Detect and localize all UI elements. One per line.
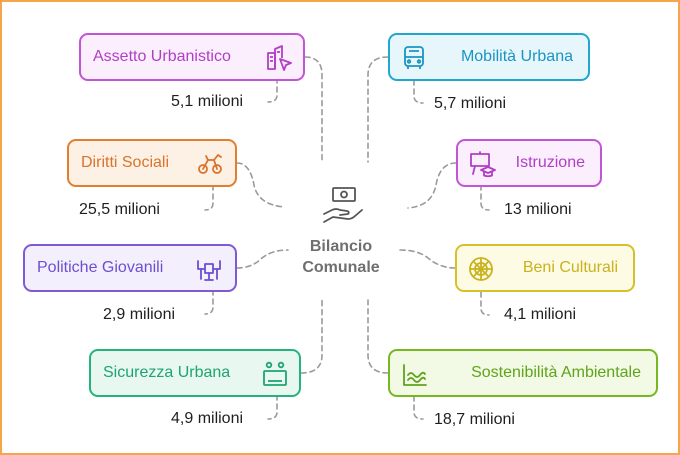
center-title: Bilancio Comunale: [294, 236, 388, 278]
node-label: Mobilità Urbana: [460, 48, 573, 65]
amount-politiche-giovanili: 2,9 milioni: [103, 306, 176, 323]
node-politiche-giovanili: Politiche Giovanili: [23, 244, 237, 292]
center-title-line1: Bilancio: [309, 238, 373, 255]
node-mobilita-urbana: Mobilità Urbana: [388, 33, 590, 81]
node-label: Istruzione: [515, 154, 585, 171]
amount-sicurezza-urbana: 4,9 milioni: [171, 410, 244, 427]
node-label: Politiche Giovanili: [37, 259, 164, 276]
amount-diritti-sociali: 25,5 milioni: [79, 201, 160, 218]
amount-beni-culturali: 4,1 milioni: [504, 306, 577, 323]
node-sicurezza-urbana: Sicurezza Urbana: [89, 349, 301, 397]
amount-mobilita-urbana: 5,7 milioni: [434, 95, 507, 112]
money-hand-icon: [323, 187, 363, 223]
cultural-heritage-icon: [469, 257, 493, 281]
bus-icon: [404, 46, 424, 69]
environment-icon: [403, 364, 427, 386]
amount-assetto-urbanistico: 5,1 milioni: [171, 93, 244, 110]
security-icon: [263, 361, 287, 386]
center-title-line2: Comunale: [302, 259, 380, 276]
amount-istruzione: 13 milioni: [504, 201, 572, 218]
node-sostenibilita-ambientale: Sostenibilità Ambientale: [388, 349, 658, 397]
urban-planning-icon: [267, 45, 292, 71]
node-label: Beni Culturali: [522, 259, 618, 276]
amount-sostenibilita-ambientale: 18,7 milioni: [434, 411, 515, 428]
node-beni-culturali: Beni Culturali: [455, 244, 635, 292]
node-label: Diritti Sociali: [81, 154, 170, 171]
node-diritti-sociali: Diritti Sociali: [67, 139, 237, 187]
node-label: Assetto Urbanistico: [93, 48, 231, 65]
node-label: Sicurezza Urbana: [103, 364, 231, 381]
social-rights-icon: [198, 154, 222, 174]
node-assetto-urbanistico: Assetto Urbanistico: [79, 33, 305, 81]
node-istruzione: Istruzione: [456, 139, 602, 187]
youth-policy-icon: [197, 260, 221, 281]
node-label: Sostenibilità Ambientale: [471, 364, 641, 381]
education-icon: [470, 151, 496, 178]
